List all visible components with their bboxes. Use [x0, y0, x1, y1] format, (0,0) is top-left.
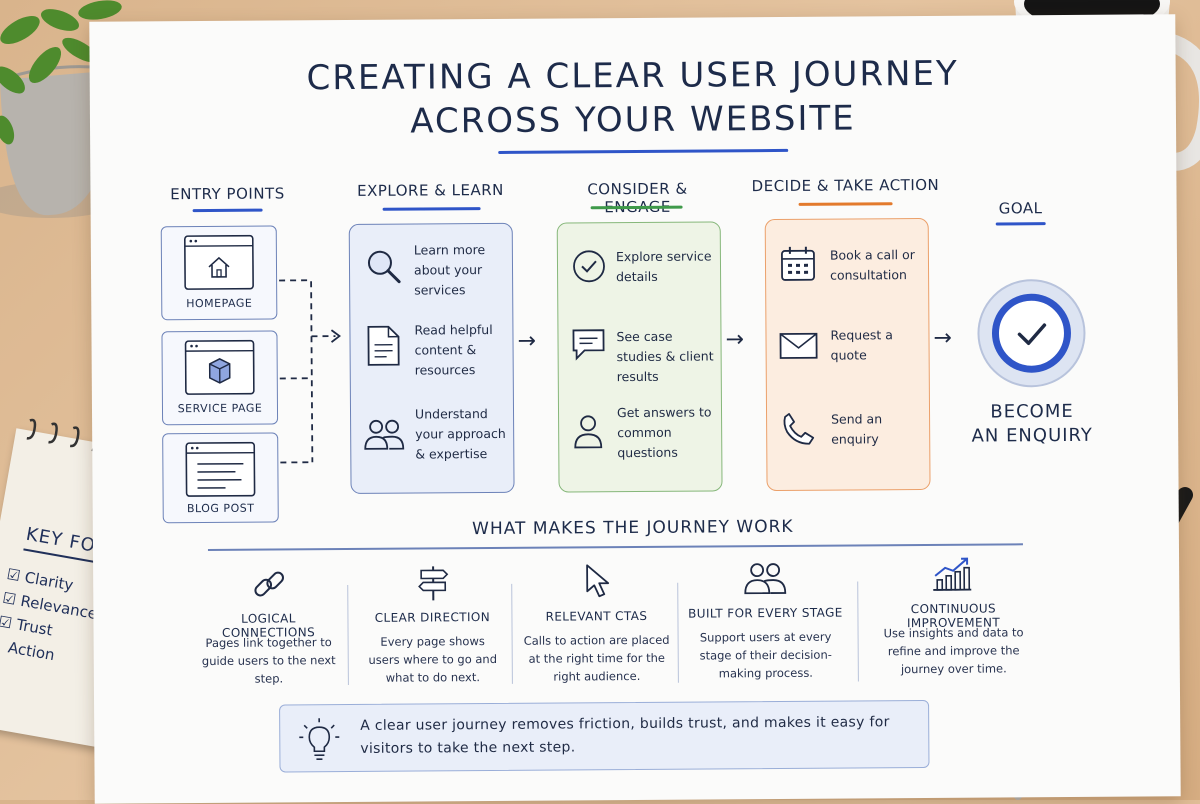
- decide-item-text: Request a quote: [830, 325, 910, 366]
- feature-text: Calls to action are placed at the right …: [524, 631, 670, 686]
- chat-bubble-icon: [570, 327, 606, 361]
- decide-item-text: Book a call or consultation: [830, 245, 924, 286]
- feature-text: Pages link together to guide users to th…: [202, 633, 336, 688]
- callout-text: A clear user journey removes friction, b…: [360, 711, 900, 761]
- works-divider-line: [208, 543, 1023, 550]
- growth-chart-icon: [931, 556, 973, 592]
- feature-column: LOGICAL CONNECTIONS Pages link together …: [193, 565, 344, 696]
- envelope-icon: [778, 332, 818, 360]
- browser-article-icon: [185, 442, 255, 497]
- goal-label-line2: AN ENQUIRY: [962, 425, 1102, 447]
- summary-callout: A clear user journey removes friction, b…: [279, 700, 929, 773]
- feature-divider: [511, 584, 513, 684]
- group-icon: [743, 560, 787, 596]
- person-icon: [573, 413, 603, 449]
- explore-item-text: Understand your approach & expertise: [415, 404, 509, 465]
- heading-goal: GOAL: [971, 199, 1071, 218]
- people-icon: [363, 417, 405, 451]
- entry-label: SERVICE PAGE: [163, 401, 277, 415]
- feature-column: RELEVANT CTAS Calls to action are placed…: [521, 563, 672, 694]
- cursor-icon: [583, 563, 613, 599]
- page-title-line2: ACROSS YOUR WEBSITE: [90, 96, 1176, 144]
- feature-column: CONTINUOUS IMPROVEMENT Use insights and …: [869, 555, 1038, 686]
- feature-column: BUILT FOR EVERY STAGE Support users at e…: [685, 560, 846, 691]
- heading-decide-act: DECIDE & TAKE ACTION: [750, 176, 940, 195]
- heading-underline: [383, 207, 481, 211]
- browser-box-icon: [185, 340, 255, 395]
- title-underline: [498, 149, 788, 154]
- heading-explore-learn: EXPLORE & LEARN: [340, 181, 520, 200]
- heading-consider-engage: CONSIDER & ENGAGE: [552, 179, 722, 216]
- link-icon: [251, 567, 287, 601]
- feature-divider: [857, 581, 859, 681]
- stage-box-decide: Book a call or consultation Request a qu…: [765, 218, 931, 491]
- feature-divider: [677, 583, 679, 683]
- feature-divider: [347, 585, 349, 685]
- explore-item-text: Read helpful content & resources: [414, 320, 508, 381]
- feature-column: CLEAR DIRECTION Every page shows users w…: [357, 564, 508, 695]
- infographic-sheet: CREATING A CLEAR USER JOURNEY ACROSS YOU…: [89, 14, 1180, 804]
- works-heading: WHAT MAKES THE JOURNEY WORK: [393, 516, 873, 539]
- goal-label-line1: BECOME: [972, 401, 1092, 423]
- entry-connectors: [275, 250, 357, 471]
- consider-item-text: Get answers to common questions: [617, 402, 717, 463]
- feature-title: RELEVANT CTAS: [521, 609, 671, 624]
- feature-text: Use insights and data to refine and impr…: [878, 623, 1030, 678]
- browser-home-icon: [184, 235, 254, 290]
- feature-text: Every page shows users where to go and w…: [364, 632, 502, 687]
- heading-underline: [799, 202, 893, 206]
- entry-homepage: HOMEPAGE: [161, 225, 278, 320]
- flow-arrow-icon: →: [517, 329, 536, 354]
- stage-box-consider: Explore service details See case studies…: [557, 221, 723, 492]
- flow-arrow-icon: →: [725, 327, 744, 352]
- entry-label: BLOG POST: [164, 501, 278, 515]
- heading-underline: [996, 222, 1046, 225]
- lightbulb-icon: [298, 717, 340, 761]
- heading-entry-points: ENTRY POINTS: [142, 184, 312, 203]
- feature-title: BUILT FOR EVERY STAGE: [685, 606, 845, 621]
- consider-item-text: Explore service details: [616, 246, 716, 287]
- magnifier-icon: [364, 247, 404, 287]
- entry-label: HOMEPAGE: [162, 297, 276, 311]
- heading-underline: [193, 209, 263, 212]
- consider-item-text: See case studies & client results: [616, 326, 716, 387]
- feature-title: CLEAR DIRECTION: [357, 610, 507, 625]
- explore-item-text: Learn more about your services: [414, 240, 508, 301]
- flow-arrow-icon: →: [933, 326, 952, 351]
- entry-blog-post: BLOG POST: [162, 432, 279, 523]
- stage-box-explore: Learn more about your services Read help…: [349, 223, 515, 494]
- calendar-icon: [780, 246, 816, 282]
- goal-check-icon: [975, 277, 1088, 390]
- document-icon: [366, 325, 400, 367]
- decide-item-text: Send an enquiry: [831, 409, 911, 450]
- check-circle-icon: [572, 249, 606, 283]
- phone-icon: [781, 412, 815, 446]
- entry-service-page: SERVICE PAGE: [161, 330, 278, 425]
- feature-text: Support users at every stage of their de…: [692, 628, 840, 683]
- signpost-icon: [417, 564, 449, 602]
- page-title-line1: CREATING A CLEAR USER JOURNEY: [90, 52, 1176, 100]
- heading-underline: [591, 206, 683, 210]
